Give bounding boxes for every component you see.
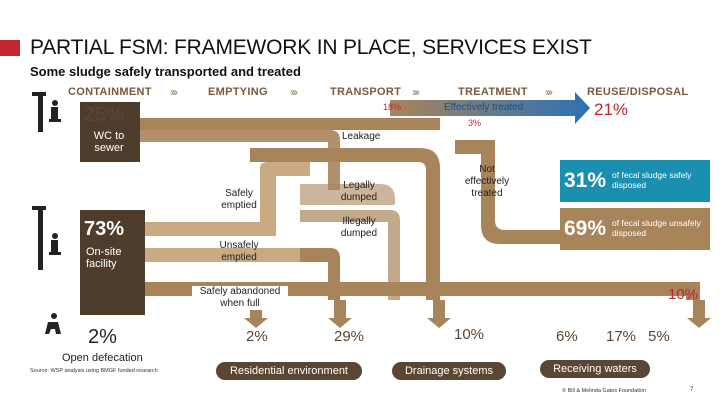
onsite-label: On-site facility — [86, 246, 122, 270]
leakage-label: Leakage — [342, 131, 381, 142]
unsafe-disposal-box: 69% of fecal sludge unsafely disposed — [560, 208, 710, 250]
od-pct: 2% — [88, 326, 117, 348]
unsafely-emptied-flow — [145, 248, 300, 262]
receiving-pill: Receiving waters — [540, 360, 650, 378]
drainage-pct: 10% — [454, 326, 485, 343]
page-title: PARTIAL FSM: FRAMEWORK IN PLACE, SERVICE… — [30, 36, 592, 59]
page-subtitle: Some sludge safely transported and treat… — [30, 64, 301, 79]
drainage-pill: Drainage systems — [392, 362, 506, 380]
onsite-pct: 73% — [84, 218, 125, 240]
unsafe-disposal-pct: 69% — [564, 217, 607, 240]
transport-pct: 18% — [383, 102, 402, 112]
leakage-flow — [140, 130, 340, 190]
drain-arrow — [427, 300, 451, 328]
receiving-pct-1: 6% — [556, 328, 578, 345]
receiving-pct-3: 5% — [648, 328, 670, 345]
toilet-onsite-icon — [32, 206, 61, 270]
page-number: 7 — [690, 387, 694, 393]
residential-pill: Residential environment — [216, 362, 362, 380]
leakage-flow-2 — [385, 148, 440, 300]
open-defecation-icon — [45, 313, 61, 334]
not-effectively-treated-label: Not effectively treated — [464, 164, 510, 199]
safely-abandoned-label: Safely abandoned when full — [192, 286, 288, 310]
od-label: Open defecation — [62, 352, 143, 364]
onsite-box — [80, 210, 145, 315]
effective-pct: 3% — [468, 118, 482, 128]
safely-emptied-label: Safely emptied — [221, 188, 257, 211]
stage-treatment: TREATMENT — [458, 86, 528, 98]
chevron-icon: ››› — [290, 85, 298, 99]
title-accent-bar — [0, 40, 20, 56]
sewer-box — [80, 102, 140, 162]
abandoned-pct: 10% — [668, 286, 699, 303]
chevron-icon: ››› — [170, 85, 178, 99]
credit-note: © Bill & Melinda Gates Foundation — [562, 388, 647, 394]
effectively-treated-label: Effectively treated — [444, 102, 524, 113]
source-note: Source: WSP analysis using BMGF funded r… — [30, 368, 158, 374]
residential-pct-1: 2% — [246, 328, 268, 345]
legally-dumped-label: Legally dumped — [340, 180, 378, 203]
reuse-pct: 21% — [594, 100, 629, 119]
unsafely-emptied-label: Unsafely emptied — [219, 240, 259, 263]
residential-pct-2: 29% — [334, 328, 365, 345]
stage-emptying: EMPTYING — [208, 86, 268, 98]
safe-disposal-label: of fecal sludge safely disposed — [612, 170, 692, 190]
chevron-icon: ››› — [412, 85, 420, 99]
toilet-sewer-icon — [32, 92, 61, 132]
safe-disposal-pct: 31% — [564, 169, 607, 192]
chevron-icon: ››› — [545, 85, 553, 99]
illegally-dumped-label: Illegally dumped — [340, 216, 378, 239]
receiving-pct-2: 17% — [606, 328, 637, 345]
recv-arrow — [687, 300, 711, 328]
not-treated-flow — [455, 140, 540, 244]
sewer-flow — [140, 118, 440, 130]
stage-reuse-disposal: REUSE/DISPOSAL — [587, 86, 689, 98]
safe-disposal-box: 31% of fecal sludge safely disposed — [560, 160, 710, 202]
unsafe-disposal-label: of fecal sludge unsafely disposed — [612, 218, 701, 238]
sewer-pct: 25% — [84, 104, 125, 126]
sewer-label: WC to sewer — [93, 130, 125, 154]
stage-transport: TRANSPORT — [330, 86, 402, 98]
treated-arrow — [390, 92, 590, 124]
stage-containment: CONTAINMENT — [68, 86, 152, 98]
legally-dumped-flow — [300, 184, 395, 205]
safely-emptied-flow — [145, 162, 310, 236]
res-arrow-2 — [328, 300, 352, 328]
